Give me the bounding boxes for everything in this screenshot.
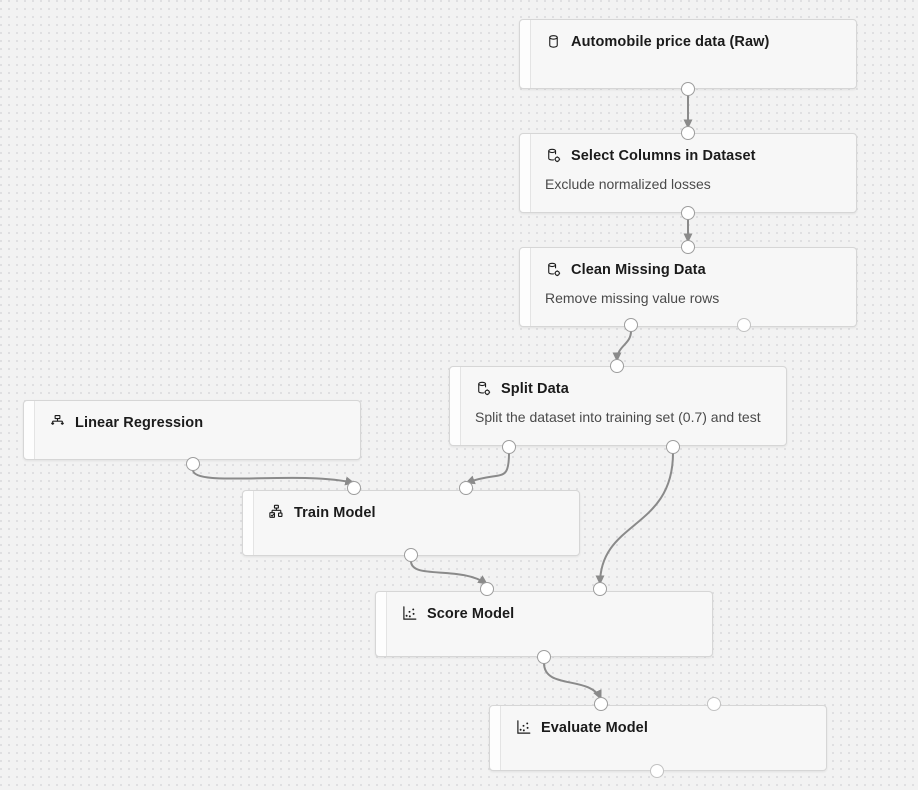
node-body: Automobile price data (Raw): [531, 20, 856, 88]
port-clean-missing-data-output[interactable]: [624, 318, 638, 332]
dataset-transform-icon: [545, 261, 562, 278]
port-train-model-output[interactable]: [404, 548, 418, 562]
port-split-data-input[interactable]: [610, 359, 624, 373]
node-body: Linear Regression: [35, 401, 360, 459]
node-title-row: Select Columns in Dataset: [545, 147, 842, 164]
node-accent-strip: [520, 20, 531, 88]
node-subtitle: Exclude normalized losses: [545, 176, 711, 192]
node-automobile-price-data-raw[interactable]: Automobile price data (Raw): [519, 19, 857, 89]
dataset-transform-icon: [475, 380, 492, 397]
node-evaluate-model[interactable]: Evaluate Model: [489, 705, 827, 771]
port-clean-missing-data-output-unused[interactable]: [737, 318, 751, 332]
node-accent-strip: [490, 706, 501, 770]
node-accent-strip: [520, 248, 531, 326]
node-subtitle: Remove missing value rows: [545, 290, 720, 306]
node-accent-strip: [450, 367, 461, 445]
port-select-columns-in-dataset-output[interactable]: [681, 206, 695, 220]
train-model-icon: [268, 504, 285, 521]
node-body: Evaluate Model: [501, 706, 826, 770]
edge-split-to-train[interactable]: [465, 452, 510, 485]
node-train-model[interactable]: Train Model: [242, 490, 580, 556]
node-linear-regression[interactable]: Linear Regression: [23, 400, 361, 460]
dataset-transform-icon: [545, 147, 562, 164]
port-automobile-price-data-raw-output[interactable]: [681, 82, 695, 96]
node-title-row: Clean Missing Data: [545, 261, 842, 278]
scatter-plot-icon: [401, 605, 418, 622]
edge-clean-to-split[interactable]: [612, 330, 632, 363]
edge-linreg-to-train[interactable]: [192, 469, 356, 486]
port-evaluate-model-input-unused[interactable]: [707, 697, 721, 711]
node-title: Automobile price data (Raw): [571, 33, 770, 50]
port-linear-regression-output[interactable]: [186, 457, 200, 471]
port-train-model-input[interactable]: [459, 481, 473, 495]
node-body: Train Model: [254, 491, 579, 555]
node-title-row: Score Model: [401, 605, 698, 622]
port-evaluate-model-output-unused[interactable]: [650, 764, 664, 778]
node-title-row: Linear Regression: [49, 414, 346, 431]
port-train-model-input[interactable]: [347, 481, 361, 495]
port-score-model-output[interactable]: [537, 650, 551, 664]
node-title: Select Columns in Dataset: [571, 147, 756, 164]
node-body: Score Model: [387, 592, 712, 656]
edge-score-to-evaluate[interactable]: [543, 662, 602, 700]
node-title: Linear Regression: [75, 414, 204, 431]
node-title: Clean Missing Data: [571, 261, 706, 278]
node-score-model[interactable]: Score Model: [375, 591, 713, 657]
node-title: Evaluate Model: [541, 719, 648, 736]
port-split-data-output[interactable]: [666, 440, 680, 454]
node-accent-strip: [243, 491, 254, 555]
port-score-model-input[interactable]: [593, 582, 607, 596]
node-title-row: Evaluate Model: [515, 719, 812, 736]
node-title: Score Model: [427, 605, 515, 622]
port-clean-missing-data-input[interactable]: [681, 240, 695, 254]
model-algorithm-icon: [49, 414, 66, 431]
port-select-columns-in-dataset-input[interactable]: [681, 126, 695, 140]
node-title: Split Data: [501, 380, 569, 397]
node-title: Train Model: [294, 504, 376, 521]
port-evaluate-model-input[interactable]: [594, 697, 608, 711]
edge-split-to-score[interactable]: [595, 452, 674, 586]
node-accent-strip: [24, 401, 35, 459]
dataset-icon: [545, 33, 562, 50]
port-split-data-output[interactable]: [502, 440, 516, 454]
node-subtitle: Split the dataset into training set (0.7…: [475, 409, 761, 425]
port-score-model-input[interactable]: [480, 582, 494, 596]
node-title-row: Automobile price data (Raw): [545, 33, 842, 50]
node-title-row: Split Data: [475, 380, 772, 397]
scatter-plot-icon: [515, 719, 532, 736]
node-accent-strip: [376, 592, 387, 656]
node-accent-strip: [520, 134, 531, 212]
node-title-row: Train Model: [268, 504, 565, 521]
edge-train-to-score[interactable]: [410, 560, 488, 585]
